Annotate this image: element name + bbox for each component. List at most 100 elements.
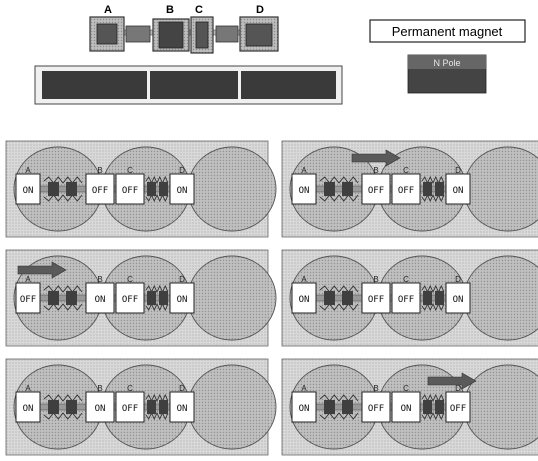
switch-state-b: OFF [368,404,384,414]
switch-state-a: ON [299,186,310,196]
magnet-left-1 [48,182,59,196]
switch-block-c [391,282,421,314]
switch-block-a [291,282,317,314]
spring-right-bottom [145,302,169,312]
switch-letter-c: C [127,166,133,175]
switch-state-b: OFF [92,186,108,196]
switch-state-b: OFF [368,186,384,196]
top-spring-cd [215,25,239,43]
magnet-right-1 [147,400,156,414]
switch-letter-d: D [455,384,461,393]
switch-state-c: OFF [398,186,414,196]
switch-letter-a: A [301,384,307,393]
switch-state-a: ON [299,295,310,305]
switch-state-a: ON [23,186,34,196]
switch-letter-c: C [127,384,133,393]
spring-left-top [43,285,83,293]
magnet-segment-2 [150,71,238,99]
spring-right-top [421,175,445,185]
switch-letter-c: C [403,275,409,284]
switch-block-d [169,391,195,423]
spring-left-top [319,285,359,293]
spring-right-bottom [145,411,169,421]
switch-state-d: ON [177,404,188,414]
magnet-right-1 [147,291,156,305]
magnet-left-1 [324,182,335,196]
switch-state-d: ON [453,295,464,305]
magnet-bar [34,65,343,105]
switch-block-d [445,391,471,423]
legend-magnet-label: Permanent magnet [392,24,503,39]
switch-block-b [85,391,115,423]
switch-block-b [85,173,115,205]
switch-letter-a: A [301,275,307,284]
switch-letter-a: A [301,166,307,175]
switch-letter-a: A [25,275,31,284]
switch-block-c [115,391,145,423]
switch-letter-d: D [179,166,185,175]
switch-state-d: ON [177,295,188,305]
spring-left-bottom [319,303,359,311]
magnet-right-1 [423,400,432,414]
switch-state-c: ON [401,404,412,414]
top-assembly: A B C D [89,4,279,54]
switch-letter-d: D [455,166,461,175]
magnet-right-1 [147,182,156,196]
spring-left-top [43,176,83,184]
magnet-segment-1 [42,71,147,99]
switch-block-d [445,282,471,314]
switch-block-c [115,282,145,314]
switch-block-b [361,391,391,423]
spring-right-bottom [421,411,445,421]
magnet-right-2 [435,400,444,414]
top-spring-ab [125,25,151,43]
magnet-left-1 [324,291,335,305]
switch-letter-c: C [403,166,409,175]
switch-block-d [445,173,471,205]
magnet-right-2 [159,291,168,305]
spring-left-bottom [43,412,83,420]
motion-arrow [427,372,477,390]
switch-letter-b: B [373,166,378,175]
switch-state-b: ON [95,295,106,305]
switch-letter-c: C [403,384,409,393]
switch-state-d: OFF [450,404,466,414]
switch-block-c [391,391,421,423]
legend-box [369,19,526,43]
switch-state-d: ON [177,186,188,196]
switch-letter-b: B [97,384,102,393]
spring-left-top [319,394,359,402]
top-label-b: B [166,4,174,16]
magnet-right-2 [159,400,168,414]
switch-letter-b: B [373,384,378,393]
switch-state-b: OFF [368,295,384,305]
magnet-left-2 [342,291,353,305]
switch-state-b: ON [95,404,106,414]
stator-circle-3 [187,364,277,450]
magnet-left-2 [66,291,77,305]
switch-block-b [85,282,115,314]
spring-left-bottom [43,303,83,311]
magnet-right-2 [435,291,444,305]
magnet-right-2 [159,182,168,196]
switch-letter-c: C [127,275,133,284]
switch-state-c: OFF [122,404,138,414]
spring-right-bottom [145,193,169,203]
panels: ON A OFF B OFF C ON D ON A OFF B OFF C ON D OFF A ON B OFF C O… [5,140,538,456]
spring-right-top [145,393,169,403]
spring-left-bottom [319,194,359,202]
switch-block-c [115,173,145,205]
switch-block-a [15,173,41,205]
switch-state-c: OFF [122,295,138,305]
top-label-a: A [104,4,112,16]
switch-letter-d: D [455,275,461,284]
switch-state-c: OFF [122,186,138,196]
switch-letter-b: B [97,275,102,284]
legend: Permanent magnet N Pole [369,19,526,94]
spring-left-top [319,176,359,184]
switch-block-d [169,173,195,205]
